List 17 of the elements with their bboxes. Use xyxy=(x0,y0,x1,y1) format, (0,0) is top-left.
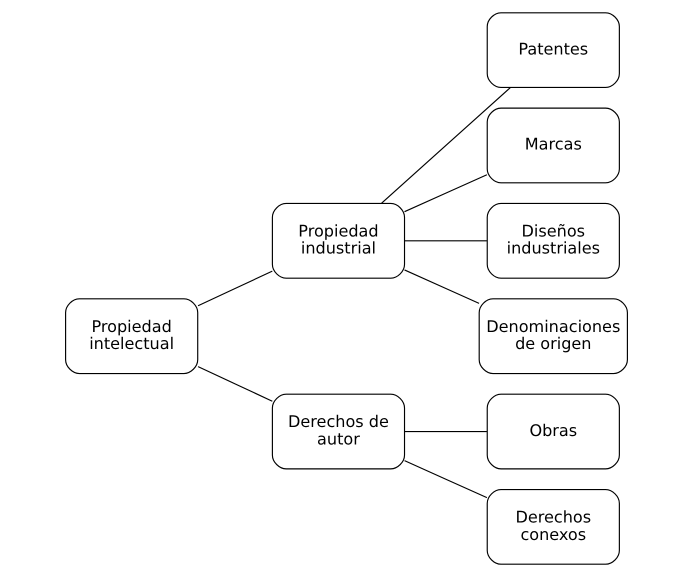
node-box: Marcas xyxy=(486,108,620,184)
node-box: Derechos de autor xyxy=(271,394,405,470)
node-box: Obras xyxy=(486,394,620,470)
connector xyxy=(197,270,272,306)
node-box: Propiedad industrial xyxy=(271,202,405,279)
node-box: Patentes xyxy=(486,12,620,88)
connector xyxy=(404,430,486,432)
connector xyxy=(404,460,487,498)
node-box: Derechos conexos xyxy=(486,488,620,565)
node-box: Propiedad intelectual xyxy=(64,298,198,374)
connector xyxy=(380,87,510,204)
connector xyxy=(404,269,479,304)
node-box: Denominaciones de origen xyxy=(478,298,628,374)
node-box: Diseños industriales xyxy=(486,202,620,279)
connector xyxy=(197,366,272,402)
connector xyxy=(404,174,487,212)
connector xyxy=(404,240,486,242)
